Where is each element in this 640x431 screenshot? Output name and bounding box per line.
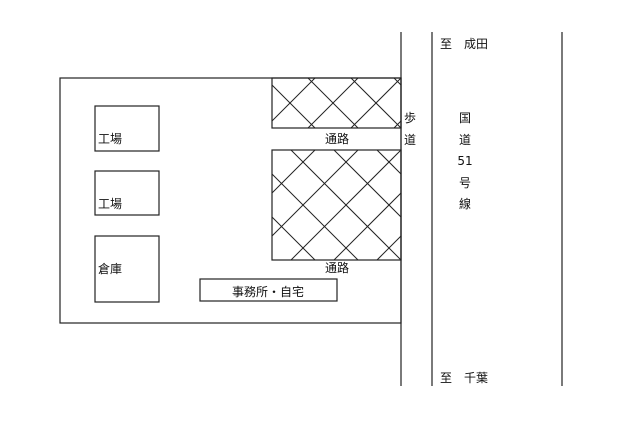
route-label-5: 線 [459,196,471,211]
hatch-line [376,235,402,261]
hatch-pattern-bottom [271,149,402,261]
route-label-4: 号 [459,176,471,190]
hatch-line [393,120,402,129]
sidewalk-label-2: 道 [404,133,416,147]
factory-label-2: 工場 [98,197,122,211]
route-label-1: 国 [459,111,471,125]
warehouse-label: 倉庫 [98,261,122,276]
passage-label-top: 通路 [325,131,349,146]
hatched-area-bottom [271,149,402,261]
hatch-line [290,149,402,261]
factory-label-1: 工場 [98,132,122,146]
factory-building-2 [94,170,160,216]
factory-building-1 [94,105,160,152]
hatch-line [271,149,359,237]
hatch-line [271,173,359,261]
hatch-line [271,84,316,129]
office-home-label: 事務所・自宅 [232,284,304,299]
hatched-area-top [271,77,402,129]
route-label-2: 道 [459,133,471,147]
route-label-3: 51 [457,154,472,168]
hatch-line [271,149,316,194]
warehouse-building [94,235,160,303]
hatch-line [271,216,316,261]
hatch-line [333,149,402,218]
hatch-line [393,77,402,86]
hatch-line [333,192,402,261]
hatch-line [350,77,402,129]
passage-label-bottom: 通路 [325,260,349,275]
hatch-pattern-top [271,77,402,129]
sidewalk-label-1: 歩 [404,110,416,125]
office-home-building [199,278,338,302]
hatch-line [307,77,359,129]
hatch-line [271,77,316,122]
direction-label-chiba: 至 千葉 [440,371,488,385]
hatch-line [376,149,402,175]
direction-label-narita: 至 成田 [440,37,488,51]
